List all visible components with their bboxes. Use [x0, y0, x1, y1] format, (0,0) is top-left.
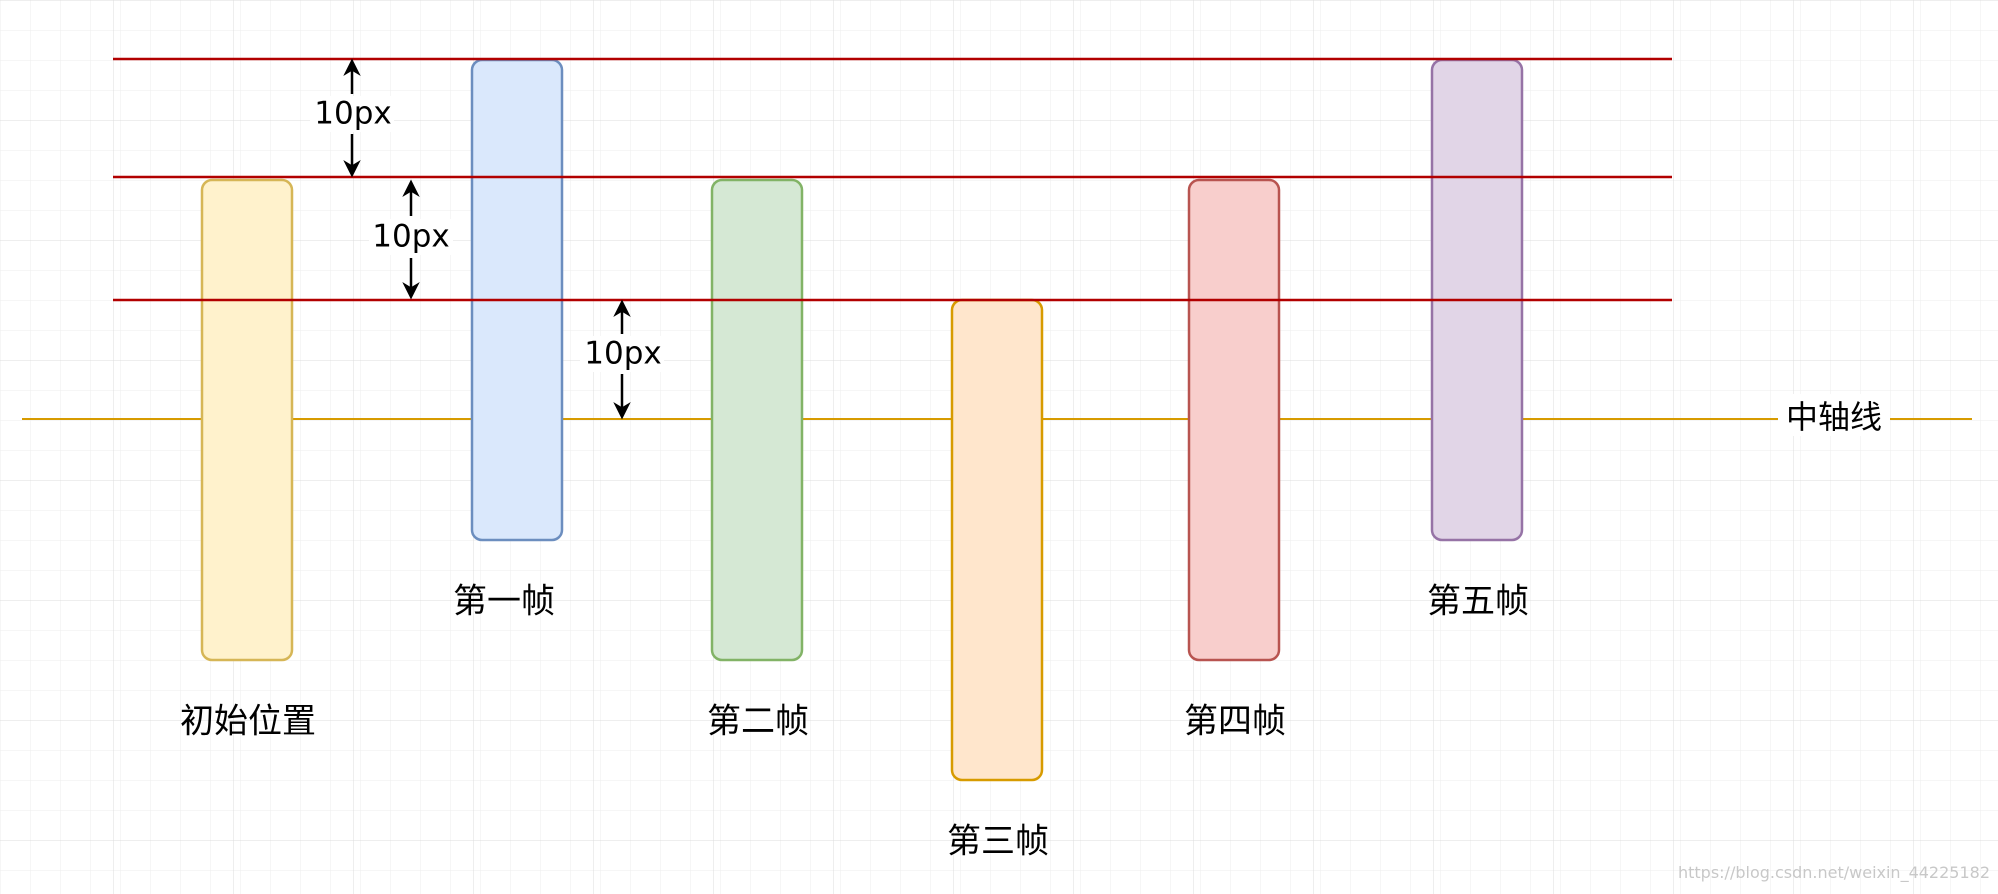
axis-label: 中轴线: [1786, 398, 1882, 436]
dimension-1: 10px: [310, 58, 394, 178]
frame-label-initial: 初始位置: [180, 702, 316, 742]
frame-label-3: 第三帧: [947, 822, 1049, 862]
frame-bar-initial: [200, 178, 294, 662]
frame-labels: 初始位置 第一帧 第二帧 第三帧 第四帧 第五帧: [180, 582, 1529, 862]
frame-label-5: 第五帧: [1427, 582, 1529, 622]
frame-label-2: 第二帧: [707, 702, 809, 742]
dimension-2: 10px: [369, 179, 453, 300]
frame-label-1: 第一帧: [453, 582, 555, 622]
dimension-label-bg-3: [580, 336, 664, 372]
frame-bar-2: [710, 178, 804, 662]
frame-bar-4: [1187, 178, 1281, 662]
dimension-label-1: 10px: [314, 96, 391, 132]
dimension-label-bg-2: [369, 219, 453, 255]
axis-label-bg: [1778, 394, 1890, 436]
dimension-3: 10px: [580, 299, 664, 420]
frame-label-4: 第四帧: [1184, 702, 1286, 742]
dimension-label-3: 10px: [584, 336, 661, 372]
frame-bar-3: [950, 298, 1044, 782]
dimension-label-bg-1: [310, 96, 394, 132]
watermark: https://blog.csdn.net/weixin_44225182: [1678, 863, 1990, 883]
dimension-label-2: 10px: [372, 219, 449, 255]
